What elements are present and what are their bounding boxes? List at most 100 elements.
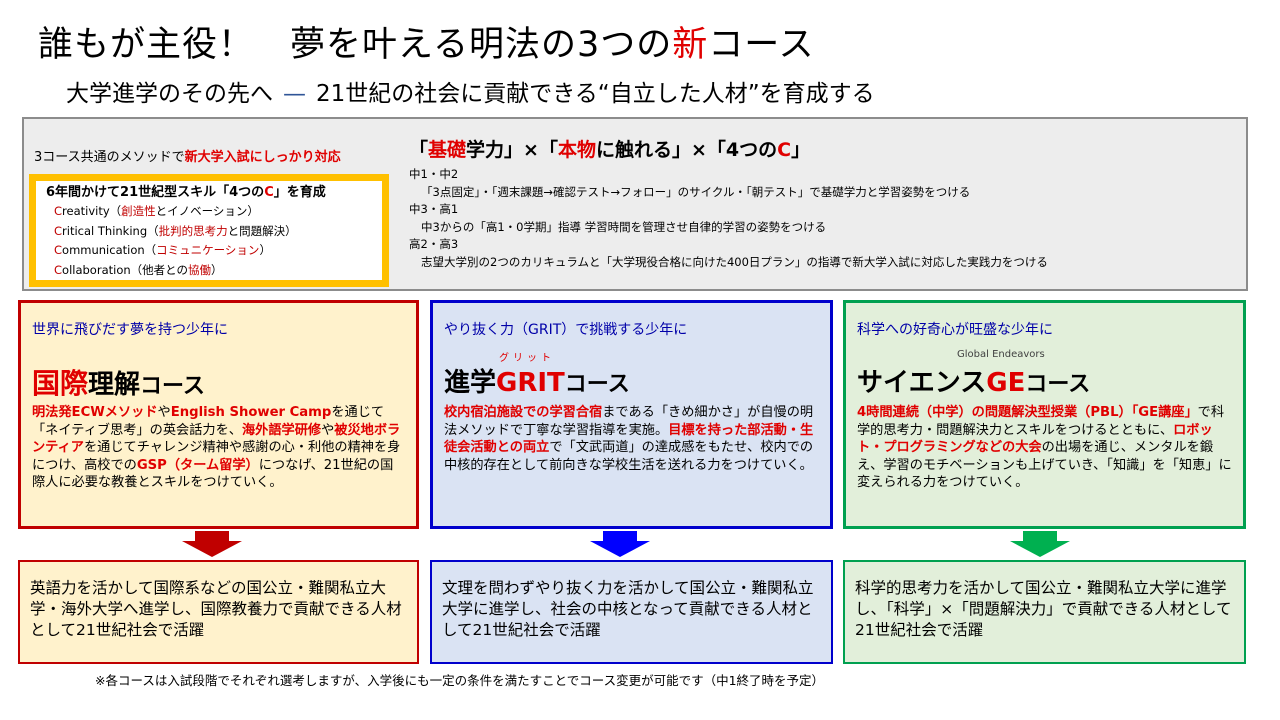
skill-accent: 批判的思考力 bbox=[158, 223, 228, 238]
pillars-heading-segment: に触れる」×「4つの bbox=[595, 139, 778, 161]
pillars-heading: 「基礎学力」×「本物に触れる」×「4つのC」 bbox=[409, 135, 1229, 162]
pillars-section: 「基礎学力」×「本物に触れる」×「4つのC」 中1・中2「3点固定」・「週末課題… bbox=[409, 135, 1229, 271]
title-text: 誰もが主役！ 夢を叶える明法の3つの bbox=[38, 25, 673, 65]
course-description: 明法発ECWメソッドやEnglish Shower Campを通じて「ネイティブ… bbox=[32, 404, 405, 492]
pillars-heading-segment: 」 bbox=[791, 139, 811, 161]
course-name: 国際理解コース bbox=[32, 362, 405, 400]
skill-name: reativity（ bbox=[62, 204, 122, 218]
four-c-skills-box: 6年間かけて21世紀型スキル「4つのC」を育成 Creativity（創造性とイ… bbox=[29, 174, 389, 287]
description-segment: 明法発ECWメソッド bbox=[32, 405, 158, 420]
stage-text: 中3からの「高1・0学期」指導 学習時間を管理させ自律的学習の姿勢をつける bbox=[421, 219, 827, 234]
skill-name: ollaboration（他者との bbox=[62, 262, 189, 277]
description-segment: 校内宿泊施設での学習合宿 bbox=[444, 405, 603, 420]
skill-name: ommunication（ bbox=[62, 243, 157, 257]
description-segment: まである「きめ細かさ」が自慢の明法メソッドで丁寧な学習指導を実施。 bbox=[444, 405, 814, 438]
arrow-shaft bbox=[195, 531, 229, 541]
skills-heading-end: 」を育成 bbox=[273, 185, 326, 200]
skill-initial: C bbox=[54, 243, 63, 257]
arrow-shaft bbox=[603, 531, 637, 541]
arrow-head bbox=[1010, 541, 1070, 557]
pillars-heading-segment: 本物 bbox=[557, 139, 596, 161]
method-heading-text: 3コース共通のメソッドで bbox=[34, 150, 185, 165]
course-card: 世界に飛びだす夢を持つ少年に国際理解コース明法発ECWメソッドやEnglish … bbox=[18, 300, 419, 529]
course-ruby bbox=[32, 349, 405, 362]
stage-text: 「3点固定」・「週末課題→確認テスト→フォロー」のサイクル・「朝テスト」で基礎学… bbox=[421, 184, 971, 199]
course-name-segment: 国際 bbox=[32, 367, 89, 400]
skill-item: Communication（コミュニケーション） bbox=[46, 241, 372, 261]
skills-heading: 6年間かけて21世紀型スキル「4つのC」を育成 bbox=[46, 184, 372, 202]
skill-accent: 協働 bbox=[188, 262, 212, 277]
skill-accent: コミュニケーション bbox=[156, 243, 260, 257]
title-accent: 新 bbox=[672, 25, 709, 65]
course-name: サイエンスGEコース bbox=[857, 362, 1232, 398]
course-ruby: Global Endeavors bbox=[957, 349, 1045, 360]
course-ruby: グリット bbox=[499, 353, 555, 364]
skill-item: Creativity（創造性とイノベーション） bbox=[46, 202, 372, 222]
common-method-panel: 3コース共通のメソッドで新大学入試にしっかり対応 6年間かけて21世紀型スキル「… bbox=[22, 117, 1248, 291]
skill-accent: 創造性 bbox=[121, 204, 156, 218]
stage-label: 高2・高3 bbox=[409, 237, 459, 251]
description-segment: 目標を持った部活動・生徒会活動との両立 bbox=[444, 422, 814, 456]
stage-text: 志望大学別の2つのカリキュラムと「大学現役合格に向けた400日プラン」の指導で新… bbox=[421, 254, 1048, 269]
skill-after: とイノベーション） bbox=[155, 204, 259, 218]
description-segment: や bbox=[321, 422, 335, 438]
description-segment: で科学的思考力・問題解決力とスキルをつけるとともに、 bbox=[857, 405, 1225, 438]
description-segment: GSP（ターム留学） bbox=[136, 457, 259, 473]
skills-heading-text: 6年間かけて21世紀型スキル「4つの bbox=[46, 185, 265, 200]
course-name-segment: サイエンス bbox=[857, 368, 987, 398]
skills-heading-accent: C bbox=[264, 185, 274, 200]
course-tagline: 科学への好奇心が旺盛な少年に bbox=[857, 322, 1053, 338]
description-segment: につなげ、21世紀の国際人に必要な教養とスキルをつけていく。 bbox=[32, 457, 394, 491]
course-outcome: 文理を問わずやり抜く力を活かして国公立・難関私立大学に進学し、社会の中核となって… bbox=[430, 560, 833, 664]
skill-initial: C bbox=[54, 262, 63, 277]
description-segment: 被災地ボランティア bbox=[32, 422, 401, 456]
skill-initial: C bbox=[54, 204, 63, 218]
description-segment: English Shower Camp bbox=[170, 405, 332, 420]
page-subtitle: 大学進学のその先へ — 21世紀の社会に貢献できる“自立した人材”を育成する bbox=[66, 74, 875, 108]
title-text-end: コース bbox=[708, 25, 815, 65]
method-heading-accent: 新大学入試にしっかり対応 bbox=[184, 150, 341, 165]
description-segment: や bbox=[157, 405, 171, 420]
course-description: 4時間連続（中学）の問題解決型授業（PBL）「GE講座」で科学的思考力・問題解決… bbox=[857, 404, 1232, 492]
arrow-head bbox=[182, 541, 242, 557]
description-segment: の出場を通じ、メンタルを鍛え、学習のモチベーションも上げていき、「知識」を「知恵… bbox=[857, 440, 1232, 490]
footnote: ※各コースは入試段階でそれぞれ選考しますが、入学後にも一定の条件を満たすことでコ… bbox=[95, 673, 825, 688]
course-tagline: 世界に飛びだす夢を持つ少年に bbox=[32, 322, 228, 338]
course-description: 校内宿泊施設での学習合宿まである「きめ細かさ」が自慢の明法メソッドで丁寧な学習指… bbox=[444, 404, 819, 474]
subtitle-left: 大学進学のその先へ bbox=[66, 81, 273, 107]
description-segment: を通じて「ネイティブ思考」の英会話力を、 bbox=[32, 405, 385, 438]
course-outcome: 科学的思考力を活かして国公立・難関私立大学に進学し、「科学」×「問題解決力」で貢… bbox=[843, 560, 1246, 664]
course-name: 進学GRITコース bbox=[444, 362, 819, 398]
stage-label: 中3・高1 bbox=[409, 202, 459, 216]
page-title: 誰もが主役！ 夢を叶える明法の3つの新コース bbox=[38, 16, 815, 67]
stage-label: 中1・中2 bbox=[409, 167, 459, 181]
description-segment: ロボット・プログラミングなどの大会 bbox=[857, 422, 1213, 456]
skill-after: ） bbox=[211, 262, 223, 277]
course-name-segment: GE bbox=[986, 368, 1026, 398]
description-segment: 4時間連続（中学）の問題解決型授業（PBL）「GE講座」 bbox=[857, 405, 1198, 420]
pillars-heading-segment: 学力」×「 bbox=[466, 139, 558, 161]
skill-name: ritical Thinking（ bbox=[62, 223, 159, 238]
course-card: 科学への好奇心が旺盛な少年に Global Endeavors サイエンスGEコース… bbox=[843, 300, 1246, 529]
course-name-segment: GRIT bbox=[496, 368, 565, 398]
skill-item: Critical Thinking（批判的思考力と問題解決） bbox=[46, 222, 372, 242]
pillars-heading-segment: 「 bbox=[409, 139, 429, 161]
method-heading: 3コース共通のメソッドで新大学入試にしっかり対応 bbox=[34, 146, 341, 165]
course-name-segment: コース bbox=[1025, 372, 1091, 397]
subtitle-dash: — bbox=[283, 81, 306, 107]
description-segment: 海外語学研修 bbox=[241, 422, 322, 438]
course-outcome: 英語力を活かして国際系などの国公立・難関私立大学・海外大学へ進学し、国際教養力で… bbox=[18, 560, 419, 664]
arrow-head bbox=[590, 541, 650, 557]
course-card: やり抜く力（GRIT）で挑戦する少年にグリット進学GRITコース校内宿泊施設での… bbox=[430, 300, 833, 529]
skill-initial: C bbox=[54, 223, 63, 238]
course-name-segment: コース bbox=[140, 374, 205, 399]
course-tagline: やり抜く力（GRIT）で挑戦する少年に bbox=[444, 322, 688, 338]
skill-after: ） bbox=[259, 243, 271, 257]
skill-item: Collaboration（他者との協働） bbox=[46, 261, 372, 281]
course-name-segment: コース bbox=[564, 372, 630, 397]
description-segment: で「文武両道」の達成感をもたせ、校内での中核的存在として前向きな学校生活を送れる… bbox=[444, 440, 814, 473]
skill-after: と問題解決） bbox=[227, 223, 297, 238]
arrow-shaft bbox=[1023, 531, 1057, 541]
course-name-segment: 進学 bbox=[444, 368, 497, 398]
subtitle-right: 21世紀の社会に貢献できる“自立した人材”を育成する bbox=[316, 81, 875, 107]
